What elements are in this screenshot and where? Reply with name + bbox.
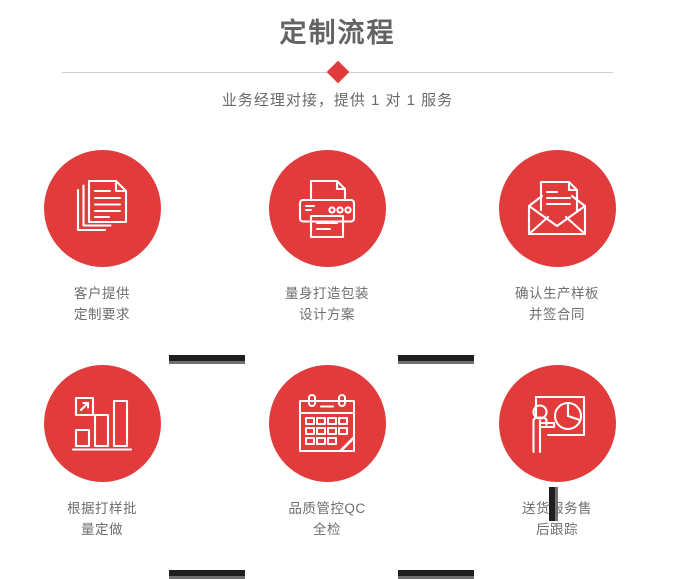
connector-bar bbox=[169, 355, 245, 361]
title-divider bbox=[62, 60, 613, 84]
flow-step-2-circle[interactable] bbox=[268, 150, 386, 267]
flow-step-3-caption: 确认生产样板 并签合同 bbox=[515, 286, 599, 322]
bar-chart-growth-icon bbox=[69, 391, 135, 457]
connector-step4-step5 bbox=[169, 570, 245, 579]
flow-step-4[interactable]: 根据打样批 量定做 bbox=[12, 365, 192, 540]
flow-step-4-caption: 根据打样批 量定做 bbox=[67, 501, 137, 537]
connector-step2-step3 bbox=[398, 355, 474, 364]
page-header: 定制流程 业务经理对接，提供 1 对 1 服务 bbox=[0, 0, 675, 130]
diamond-marker-icon bbox=[326, 60, 350, 84]
flow-step-3-circle[interactable] bbox=[498, 150, 616, 267]
connector-bar-shadow bbox=[398, 361, 474, 364]
page-subtitle: 业务经理对接，提供 1 对 1 服务 bbox=[221, 92, 454, 109]
presenter-piechart-icon bbox=[524, 391, 590, 457]
flow-step-2-caption: 量身打造包装 设计方案 bbox=[285, 286, 369, 322]
flow-step-5-caption: 品质管控QC 全检 bbox=[288, 501, 366, 537]
flow-step-5[interactable]: 品质管控QC 全检 bbox=[237, 365, 417, 540]
flow-step-5-circle[interactable] bbox=[268, 365, 386, 482]
flow-step-1-circle[interactable] bbox=[43, 150, 161, 267]
flow-step-4-circle[interactable] bbox=[43, 365, 161, 482]
flow-step-2[interactable]: 量身打造包装 设计方案 bbox=[237, 150, 417, 325]
printer-icon bbox=[294, 176, 360, 242]
calendar-check-icon bbox=[294, 391, 360, 457]
flow-step-1[interactable]: 客户提供 定制要求 bbox=[12, 150, 192, 325]
connector-step1-step2 bbox=[169, 355, 245, 364]
connector-bar-shadow bbox=[169, 361, 245, 364]
connector-bar bbox=[398, 355, 474, 361]
connector-step3-step6 bbox=[549, 487, 558, 521]
flow-step-6-circle[interactable] bbox=[498, 365, 616, 482]
connector-bar bbox=[549, 487, 555, 521]
connector-bar-shadow bbox=[555, 487, 558, 521]
flow-step-3[interactable]: 确认生产样板 并签合同 bbox=[467, 150, 647, 325]
envelope-letter-icon bbox=[524, 176, 590, 242]
page-title: 定制流程 bbox=[279, 18, 396, 48]
flow-step-6[interactable]: 送货服务售 后跟踪 bbox=[467, 365, 647, 540]
flow-step-1-caption: 客户提供 定制要求 bbox=[74, 286, 130, 322]
documents-stack-icon bbox=[69, 176, 135, 242]
process-flow-diagram: 客户提供 定制要求 量身打造包装 设计方案 bbox=[0, 150, 675, 579]
connector-step5-step6 bbox=[398, 570, 474, 579]
